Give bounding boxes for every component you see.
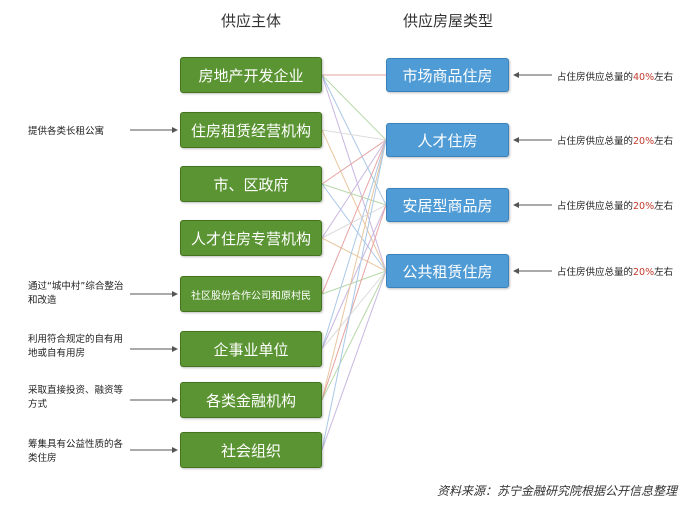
note-arrow-head xyxy=(172,397,178,403)
share-arrow-head xyxy=(513,72,519,78)
link-line xyxy=(321,270,387,350)
link-line xyxy=(321,204,387,401)
types-header: 供应房屋类型 xyxy=(402,12,493,30)
link-line xyxy=(321,270,387,401)
link-line xyxy=(321,183,387,272)
supplier-real-estate-developer: 房地产开发企业 xyxy=(180,57,322,93)
note-arrow-head xyxy=(172,291,178,297)
link-line xyxy=(321,139,387,185)
link-line xyxy=(321,139,387,401)
type-talent-housing: 人才住房 xyxy=(386,123,509,157)
link-line xyxy=(321,270,387,451)
link-line xyxy=(321,204,387,239)
supplier-financial-institutions: 各类金融机构 xyxy=(180,382,322,418)
note-public-welfare: 筹集具有公益性质的各类住房 xyxy=(28,439,124,464)
share-note-talent: 占住房供应总量的20%左右 xyxy=(557,136,674,147)
link-line xyxy=(321,74,387,141)
link-line xyxy=(321,270,387,295)
note-urban-village: 通过“城中村”综合整治和改造 xyxy=(28,281,124,306)
note-arrow-head xyxy=(172,447,178,453)
supplier-rental-operator: 住房租赁经营机构 xyxy=(180,112,322,148)
supplier-social-organizations: 社会组织 xyxy=(180,432,322,468)
note-arrow-head xyxy=(172,127,178,133)
type-public-rental-housing: 公共租赁住房 xyxy=(386,254,509,288)
link-line xyxy=(321,139,387,451)
note-own-land: 利用符合规定的自有用地或自有用房 xyxy=(28,334,124,359)
share-note-public-rental: 占住房供应总量的20%左右 xyxy=(557,267,674,278)
share-note-affordable: 占住房供应总量的20%左右 xyxy=(557,201,674,212)
link-line xyxy=(321,139,387,295)
share-arrow-head xyxy=(513,268,519,274)
type-affordable-housing: 安居型商品房 xyxy=(386,188,509,222)
share-arrow-head xyxy=(513,202,519,208)
supplier-enterprises: 企事业单位 xyxy=(180,331,322,367)
supplier-community-cooperative: 社区股份合作公司和原村民 xyxy=(180,276,322,312)
supplier-talent-housing-agency: 人才住房专营机构 xyxy=(180,220,322,256)
link-line xyxy=(321,129,387,141)
type-market-housing: 市场商品住房 xyxy=(386,58,509,92)
link-line xyxy=(321,139,387,350)
link-line xyxy=(321,183,387,206)
note-arrow-head xyxy=(172,346,178,352)
note-investment: 采取直接投资、融资等方式 xyxy=(28,385,124,410)
link-line xyxy=(321,204,387,350)
source-note: 资料来源：苏宁金融研究院根据公开信息整理 xyxy=(436,484,677,498)
share-note-market: 占住房供应总量的40%左右 xyxy=(557,72,674,83)
link-line xyxy=(321,129,387,272)
share-arrow-head xyxy=(513,137,519,143)
note-long-term-apartments: 提供各类长租公寓 xyxy=(28,126,105,137)
suppliers-header: 供应主体 xyxy=(220,12,281,30)
link-line xyxy=(321,237,387,272)
supplier-government: 市、区政府 xyxy=(180,166,322,202)
link-line xyxy=(321,139,387,239)
